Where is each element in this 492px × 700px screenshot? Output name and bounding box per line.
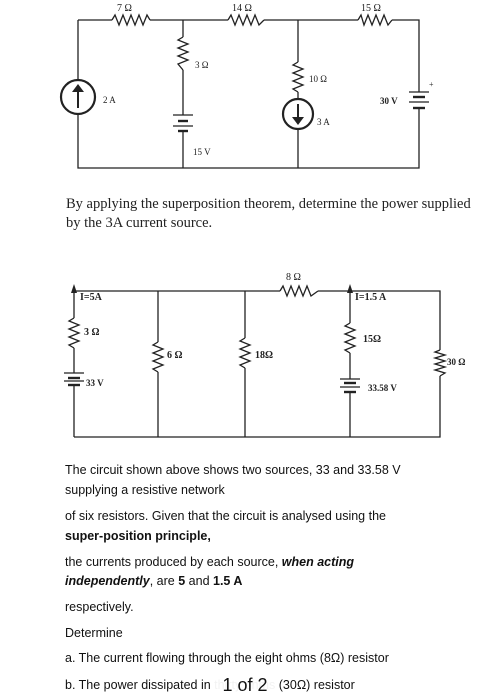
battery-15v (173, 114, 193, 133)
current-source-2a (59, 78, 97, 116)
problem-2-line-8: Determine (65, 626, 123, 640)
label-14ohm: 14 Ω (232, 3, 252, 14)
resistor-18ohm (238, 337, 252, 369)
label-6ohm: 6 Ω (167, 350, 183, 361)
question-b: b. The power dissipated in thirty ohms (… (65, 678, 355, 692)
resistor-3ohm (176, 36, 190, 71)
current-source-3a (281, 97, 315, 131)
resistor-30ohm (432, 349, 448, 377)
problem-2-line-5-emphasis: when acting (281, 555, 355, 569)
problem-2-line-6-value-1: 5 (178, 574, 186, 588)
label-18ohm: 18Ω (255, 350, 273, 361)
label-i5a: I=5A (80, 292, 103, 303)
question-a: a. The current flowing through the eight… (65, 651, 389, 665)
label-15ohm: 15 Ω (361, 3, 381, 14)
problem-2-line-5-plain: the currents produced by each source, (65, 555, 282, 569)
label-33v: 33 V (86, 378, 104, 388)
label-15ohm-2: 15Ω (363, 334, 381, 345)
problem-1-statement: By applying the superposition theorem, d… (66, 196, 471, 231)
battery-33v (64, 372, 84, 387)
problem-2-line-3: of six resistors. Given that the circuit… (65, 509, 386, 523)
battery-30v (409, 91, 429, 110)
resistor-3ohm-2 (67, 317, 81, 349)
resistor-8ohm (279, 284, 319, 298)
label-15v: 15 V (193, 147, 211, 157)
battery-30v-plus: + (429, 80, 434, 89)
label-i1-5a: I=1.5 A (355, 292, 387, 303)
resistor-6ohm (151, 341, 165, 373)
problem-2-line-5: the currents produced by each source, wh… (65, 553, 465, 571)
label-3ohm: 3 Ω (195, 60, 209, 70)
battery-33-58v (340, 378, 360, 394)
resistor-15ohm-2 (343, 322, 357, 354)
problem-2-line-1: The circuit shown above shows two source… (65, 463, 401, 477)
label-7ohm: 7 Ω (117, 3, 132, 14)
problem-2-line-6-plain-2: and (185, 574, 213, 588)
label-8ohm: 8 Ω (286, 272, 301, 283)
resistor-7ohm (111, 13, 151, 27)
circuit-diagram-2: I=5A I=1.5 A 8 Ω 3 Ω 6 Ω 18Ω 15Ω 30 Ω 33… (64, 272, 465, 438)
label-10ohm: 10 Ω (309, 74, 327, 84)
resistor-14ohm (227, 13, 265, 27)
label-3a: 3 A (317, 117, 330, 127)
problem-2-line-6-value-2: 1.5 A (213, 574, 243, 588)
label-3ohm-2: 3 Ω (84, 327, 100, 338)
problem-2-line-4: super-position principle, (65, 529, 211, 543)
problem-2-line-2: supplying a resistive network (65, 483, 225, 497)
label-2a: 2 A (103, 95, 116, 105)
resistor-15ohm (357, 13, 393, 27)
problem-2-line-6-emphasis: independently (65, 574, 150, 588)
label-30v: 30 V (380, 96, 398, 106)
label-30ohm: 30 Ω (447, 357, 465, 367)
problem-2-line-7: respectively. (65, 600, 134, 614)
circuit-diagram-1: 7 Ω 14 Ω 15 Ω 3 Ω 10 Ω 2 A 3 A 15 V 30 V… (59, 3, 434, 169)
label-33-58v: 33.58 V (368, 383, 397, 393)
problem-2-line-6-plain-1: , are (149, 574, 179, 588)
resistor-10ohm (291, 61, 305, 93)
page-indicator: 1 of 2 (212, 672, 278, 698)
problem-2-line-6: independently, are 5 and 1.5 A (65, 572, 465, 590)
